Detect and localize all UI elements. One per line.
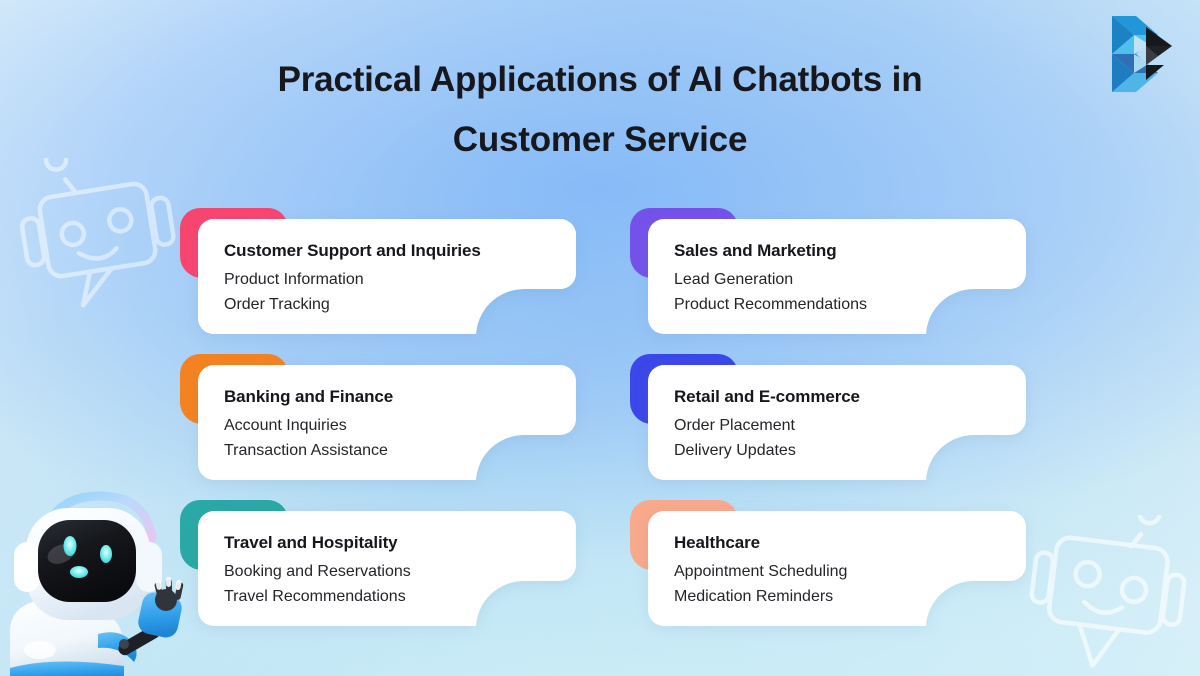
card-list-item: Transaction Assistance xyxy=(224,442,388,460)
application-card[interactable]: Customer Support and Inquiries Product I… xyxy=(180,208,576,334)
card-content: Sales and Marketing Lead Generation Prod… xyxy=(674,241,1012,317)
robot-mascot-illustration xyxy=(6,482,196,676)
card-list-item: Product Recommendations xyxy=(674,296,867,314)
card-list-item: Travel Recommendations xyxy=(224,588,406,606)
card-content: Banking and Finance Account Inquiries Tr… xyxy=(224,387,562,463)
page-title-line-2: Customer Service xyxy=(452,120,748,160)
application-card-grid: Customer Support and Inquiries Product I… xyxy=(180,208,1040,646)
card-content: Customer Support and Inquiries Product I… xyxy=(224,241,562,317)
brand-logo-icon xyxy=(1106,14,1180,94)
card-title: Customer Support and Inquiries xyxy=(224,241,481,260)
card-body: Banking and Finance Account Inquiries Tr… xyxy=(198,365,576,480)
card-list-item: Account Inquiries xyxy=(224,417,347,434)
robot-head-outline-icon xyxy=(8,147,188,308)
card-title: Sales and Marketing xyxy=(674,241,837,260)
application-card[interactable]: Banking and Finance Account Inquiries Tr… xyxy=(180,354,576,480)
card-content: Travel and Hospitality Booking and Reser… xyxy=(224,533,562,609)
card-list-item: Lead Generation xyxy=(674,271,794,288)
card-body: Healthcare Appointment Scheduling Medica… xyxy=(648,511,1026,626)
card-body: Retail and E-commerce Order Placement De… xyxy=(648,365,1026,480)
card-list-item: Product Information xyxy=(224,271,364,288)
card-title: Retail and E-commerce xyxy=(674,387,860,406)
application-card[interactable]: Healthcare Appointment Scheduling Medica… xyxy=(630,500,1026,626)
card-list-item: Order Placement xyxy=(674,417,795,434)
card-body: Travel and Hospitality Booking and Reser… xyxy=(198,511,576,626)
card-body: Customer Support and Inquiries Product I… xyxy=(198,219,576,334)
card-title: Travel and Hospitality xyxy=(224,533,398,552)
card-list-item: Delivery Updates xyxy=(674,442,796,460)
page-title-line-1: Practical Applications of AI Chatbots in xyxy=(277,60,923,99)
card-content: Retail and E-commerce Order Placement De… xyxy=(674,387,1012,463)
card-list-item: Booking and Reservations xyxy=(224,563,411,580)
card-title: Healthcare xyxy=(674,533,760,552)
application-card[interactable]: Travel and Hospitality Booking and Reser… xyxy=(180,500,576,626)
application-card[interactable]: Sales and Marketing Lead Generation Prod… xyxy=(630,208,1026,334)
robot-head-outline-icon xyxy=(1023,501,1198,676)
card-title: Banking and Finance xyxy=(224,387,394,406)
page-title: Practical Applications of AI Chatbots in… xyxy=(0,50,1200,170)
card-list-item: Order Tracking xyxy=(224,296,330,314)
card-list-item: Medication Reminders xyxy=(674,588,834,606)
application-card[interactable]: Retail and E-commerce Order Placement De… xyxy=(630,354,1026,480)
card-body: Sales and Marketing Lead Generation Prod… xyxy=(648,219,1026,334)
card-content: Healthcare Appointment Scheduling Medica… xyxy=(674,533,1012,609)
card-list-item: Appointment Scheduling xyxy=(674,563,848,580)
